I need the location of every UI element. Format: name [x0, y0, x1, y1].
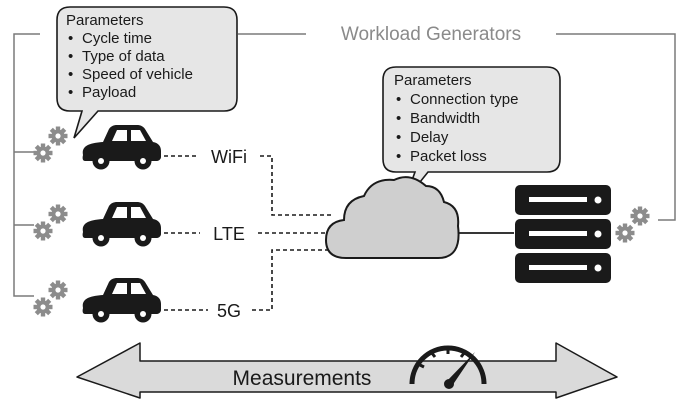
wireless-links [164, 155, 332, 311]
vehicle-param-bullet: • [68, 48, 73, 65]
vehicle-param-bullet: • [68, 66, 73, 83]
vehicle-param-cycle-time: Cycle time [82, 30, 152, 47]
gear-icon [30, 123, 72, 167]
wifi-label: WiFi [211, 147, 247, 167]
car-icon [82, 202, 161, 247]
5g-link-right [252, 249, 332, 311]
car-icon [82, 125, 161, 170]
wifi-link-right [260, 155, 332, 216]
car-icon [82, 278, 161, 323]
workload-generators-bracket: Workload Generators [13, 24, 676, 297]
left-bracket-line [13, 33, 40, 297]
network-param-delay: Delay [410, 129, 449, 146]
right-bracket-line [556, 33, 676, 221]
vehicle-param-payload: Payload [82, 84, 136, 101]
vehicle-param-speed-of-vehicle: Speed of vehicle [82, 66, 193, 83]
vehicle-params-title: Parameters [66, 12, 144, 29]
network-param-bullet: • [396, 110, 401, 127]
vehicle-param-bullet: • [68, 30, 73, 47]
vehicle-callout-bubble [56, 6, 238, 139]
network-param-packet-loss: Packet loss [410, 148, 487, 165]
network-param-bandwidth: Bandwidth [410, 110, 480, 127]
workload-generators-title: Workload Generators [341, 24, 521, 45]
network-param-connection-type: Connection type [410, 91, 518, 108]
gear-icon [30, 201, 72, 245]
network-params-callout: Parameters • Connection type • Bandwidth… [382, 66, 561, 203]
measurements-label: Measurements [233, 367, 372, 390]
cloud-icon [324, 176, 460, 259]
vehicle-params-callout: Parameters • Cycle time • Type of data •… [56, 6, 238, 139]
gear-icon [612, 203, 654, 247]
vehicle-param-type-of-data: Type of data [82, 48, 165, 65]
5g-label: 5G [217, 301, 241, 321]
server-icon [515, 185, 611, 283]
measurements-double-arrow [76, 342, 618, 399]
network-params-title: Parameters [394, 72, 472, 89]
speedometer-icon [409, 345, 487, 389]
network-param-bullet: • [396, 129, 401, 146]
gear-icon [30, 277, 72, 321]
network-param-bullet: • [396, 148, 401, 165]
network-param-bullet: • [396, 91, 401, 108]
lte-label: LTE [213, 224, 245, 244]
vehicle-param-bullet: • [68, 84, 73, 101]
